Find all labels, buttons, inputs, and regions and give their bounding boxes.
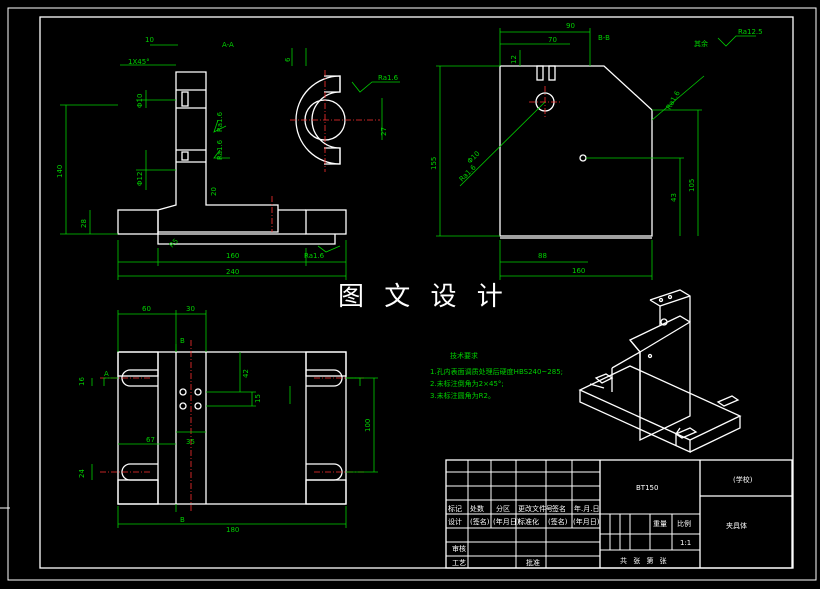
top-dim-30: 30: [186, 305, 195, 313]
top-dim-67: 67: [146, 436, 155, 444]
dim-phi12: Φ12: [136, 172, 144, 186]
tb-process: 工艺: [452, 559, 466, 567]
tb-part-name: 夹具体: [726, 521, 747, 530]
tb-standard: 标准化: [518, 517, 539, 526]
rest-label: 其余: [694, 39, 708, 48]
top-dim-60: 60: [142, 305, 151, 313]
dim-140: 140: [56, 165, 64, 178]
top-view: 60 30 B B A 16 42 15 100 67 35 24 180: [78, 305, 378, 534]
dim-10: 10: [145, 36, 154, 44]
ra-front-b: Ra1.6: [216, 139, 224, 160]
tech-title: 技术要求: [450, 351, 478, 360]
detail-dim-6: 6: [284, 57, 292, 62]
tb-design-date: (年月日): [493, 517, 520, 526]
ra-front-a: Ra1.6: [216, 111, 224, 132]
side-dim-160: 160: [572, 267, 585, 275]
ra-rest: Ra12.5: [738, 28, 763, 36]
tb-standard-date: (年月日): [573, 517, 600, 526]
tech-requirements: 技术要求 1.孔内表面调质处理后硬度HBS240~285; 2.未标注倒角为2×…: [430, 351, 563, 400]
tb-review: 审核: [452, 544, 466, 553]
side-section-view: 90 70 B-B 12 155 105 43 88 160 Φ10 Ra1.6…: [430, 22, 763, 280]
dim-r5: R5: [168, 237, 180, 249]
tb-design: 设计: [448, 517, 462, 526]
top-dim-35: 35: [186, 438, 195, 446]
ra-detail: Ra1.6: [378, 74, 399, 82]
cut-label-b-top: B: [180, 337, 185, 345]
detail-dim-27: 27: [380, 127, 388, 136]
dim-28: 28: [80, 219, 88, 228]
top-dim-42: 42: [242, 369, 250, 378]
tb-approve: 批准: [526, 558, 540, 567]
tech-item-1: 1.孔内表面调质处理后硬度HBS240~285;: [430, 367, 563, 376]
tb-label-date: 年.月.日: [574, 504, 599, 513]
ra-side-b: Ra1.6: [665, 89, 682, 111]
tb-label-zone: 分区: [496, 504, 510, 513]
title-block: 标记 处数 分区 更改文件号 签名 年.月.日 设计 (签名) (年月日) 标准…: [445, 459, 793, 569]
side-dim-105: 105: [688, 179, 696, 192]
dim-phi10: Φ10: [136, 94, 144, 108]
top-dim-100: 100: [364, 419, 372, 432]
side-dim-43: 43: [670, 193, 678, 202]
side-dim-155: 155: [430, 157, 438, 170]
top-dim-24: 24: [78, 469, 86, 478]
top-dim-180: 180: [226, 526, 239, 534]
isometric-view: [578, 289, 742, 454]
side-dim-90: 90: [566, 22, 575, 30]
dim-240: 240: [226, 268, 239, 276]
dim-160: 160: [226, 252, 239, 260]
view-label-bb: B-B: [598, 34, 610, 42]
detail-view: 6 27 Ra1.6: [284, 48, 400, 172]
tb-label-sign: 签名: [552, 504, 566, 513]
tb-label-count: 处数: [470, 504, 484, 513]
side-dim-88: 88: [538, 252, 547, 260]
tb-standard-sign: (签名): [548, 517, 568, 526]
tb-label-change: 更改文件号: [518, 504, 553, 513]
tb-drawing-no: BT150: [636, 484, 658, 492]
cut-label-b-bottom: B: [180, 516, 185, 524]
side-dim-12: 12: [510, 55, 518, 64]
tech-item-2: 2.未标注倒角为2×45°;: [430, 379, 504, 388]
side-dim-70: 70: [548, 36, 557, 44]
dim-20: 20: [210, 187, 218, 196]
tb-label-mark: 标记: [448, 504, 462, 513]
tb-sheets: 共 张 第 张: [620, 556, 669, 565]
front-section-view: 10 A-A 1X45° 140 28 160 240 Φ10 Φ12 20 R…: [56, 36, 347, 280]
tb-school: (学校): [733, 475, 753, 484]
side-dim-phi: Φ10: [466, 150, 482, 166]
view-label-aa: A-A: [222, 41, 234, 49]
tech-item-3: 3.未标注圆角为R2。: [430, 391, 495, 400]
drawing-frame: [0, 7, 817, 581]
watermark-text: 图 文 设 计: [338, 282, 509, 312]
tb-weight: 重量: [653, 520, 667, 528]
ra-front-c: Ra1.6: [304, 252, 325, 260]
top-dim-16: 16: [78, 377, 86, 386]
cut-label-a: A: [104, 370, 109, 378]
dim-chamfer: 1X45°: [128, 58, 150, 66]
ra-side-a: Ra1.6: [458, 163, 478, 183]
tb-scale-value: 1:1: [680, 539, 691, 547]
top-dim-15: 15: [254, 394, 262, 403]
tb-design-sign: (签名): [470, 517, 490, 526]
tb-scale: 比例: [677, 519, 691, 528]
